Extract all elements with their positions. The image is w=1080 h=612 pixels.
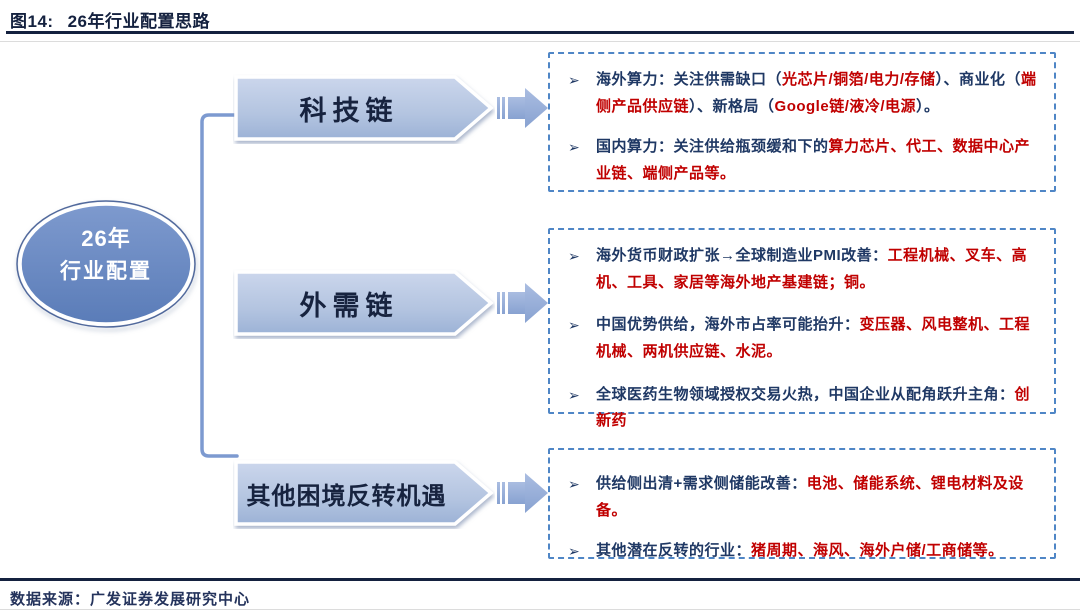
detail-box-reversal: ➢ 供给侧出清+需求侧储能改善：电池、储能系统、锂电材料及设备。 ➢ 其他潜在反… (548, 448, 1056, 559)
bullet-text: 海外算力：关注供需缺口（光芯片/铜箔/电力/存储）、商业化（端侧产品供应链）、新… (596, 71, 1037, 115)
bullet-item: ➢ 海外货币财政扩张→全球制造业PMI改善：工程机械、叉车、高机、工具、家居等海… (550, 243, 1054, 296)
data-source-note: 数据来源：广发证券发展研究中心 (10, 591, 251, 608)
striped-arrow-icon (497, 88, 548, 128)
root-ellipse-shape (16, 200, 196, 328)
bullet-arrow-icon: ➢ (568, 476, 580, 492)
bullet-item: ➢ 海外算力：关注供需缺口（光芯片/铜箔/电力/存储）、商业化（端侧产品供应链）… (550, 67, 1054, 120)
bullet-arrow-icon: ➢ (568, 248, 580, 264)
bullet-text: 中国优势供给，海外市占率可能抬升：变压器、风电整机、工程机械、两机供应链、水泥。 (596, 316, 1031, 361)
figure-title: 图14: 26年行业配置思路 (10, 7, 210, 32)
striped-arrow-icon (497, 283, 548, 323)
bullet-item: ➢ 中国优势供给，海外市占率可能抬升：变压器、风电整机、工程机械、两机供应链、水… (550, 312, 1054, 365)
bullet-text: 供给侧出清+需求侧储能改善：电池、储能系统、锂电材料及设备。 (596, 475, 1024, 519)
root-node-label: 26年 行业配置 (10, 222, 202, 289)
bullet-item: ➢ 国内算力：关注供给瓶颈缓和下的算力芯片、代工、数据中心产业链、端侧产品等。 (550, 134, 1054, 187)
banner-shape-tech (234, 75, 494, 141)
bullet-item: ➢ 全球医药生物领域授权交易火热，中国企业从配角跃升主角：创新药 (550, 382, 1054, 435)
bullet-item: ➢ 供给侧出清+需求侧储能改善：电池、储能系统、锂电材料及设备。 (550, 471, 1054, 524)
banner-shape-reversal (234, 460, 494, 526)
banner-shape-external-demand (234, 270, 494, 336)
branch-label-external-demand: 外需链 (299, 290, 399, 321)
bullet-arrow-icon: ➢ (568, 386, 580, 403)
figure-label: 图14: (10, 12, 54, 31)
branch-label-reversal: 其他困境反转机遇 (246, 482, 447, 510)
bullet-item: ➢ 其他潜在反转的行业：猪周期、海风、海外户储/工商储等。 (550, 538, 1054, 565)
bullet-text: 国内算力：关注供给瓶颈缓和下的算力芯片、代工、数据中心产业链、端侧产品等。 (596, 138, 1031, 183)
bullet-text: 海外货币财政扩张→全球制造业PMI改善：工程机械、叉车、高机、工具、家居等海外地… (596, 247, 1028, 291)
bullet-arrow-icon: ➢ (568, 139, 580, 156)
bullet-arrow-icon: ➢ (568, 72, 580, 88)
root-node-line2: 行业配置 (60, 260, 152, 284)
branch-connector-line (200, 113, 239, 458)
branch-label-tech: 科技链 (299, 95, 399, 126)
bullet-text: 全球医药生物领域授权交易火热，中国企业从配角跃升主角：创新药 (596, 385, 1031, 430)
figure-title-text: 26年行业配置思路 (67, 12, 210, 31)
root-node-line1: 26年 (81, 226, 131, 251)
bullet-text: 其他潜在反转的行业：猪周期、海风、海外户储/工商储等。 (596, 542, 1004, 560)
detail-box-tech: ➢ 海外算力：关注供需缺口（光芯片/铜箔/电力/存储）、商业化（端侧产品供应链）… (548, 52, 1056, 192)
bullet-arrow-icon: ➢ (568, 317, 580, 334)
detail-box-external-demand: ➢ 海外货币财政扩张→全球制造业PMI改善：工程机械、叉车、高机、工具、家居等海… (548, 228, 1056, 429)
footer-rule-thin (0, 609, 1080, 610)
title-rule (6, 31, 1074, 34)
striped-arrow-icon (497, 473, 548, 513)
footer-rule (0, 578, 1080, 581)
bullet-arrow-icon: ➢ (568, 543, 580, 560)
title-rule-thin (0, 41, 1080, 42)
